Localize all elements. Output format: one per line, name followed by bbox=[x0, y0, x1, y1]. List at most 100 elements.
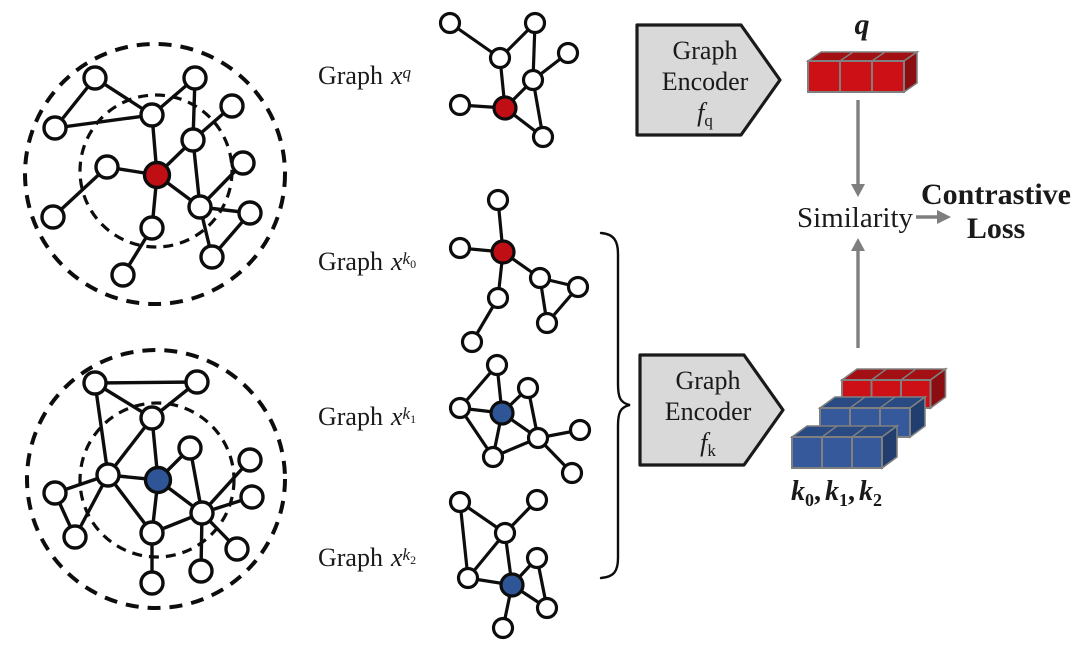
arrowhead-up-icon bbox=[851, 238, 865, 251]
graph-node bbox=[516, 376, 540, 400]
graph-node bbox=[521, 68, 545, 92]
graph-node bbox=[568, 418, 592, 442]
graph-encoder-fk-label: Graph Encoder fk bbox=[634, 365, 782, 460]
sub-2: 2 bbox=[873, 490, 882, 510]
graph-node bbox=[82, 370, 108, 396]
graph-node bbox=[491, 616, 515, 640]
graph-node bbox=[187, 194, 213, 220]
graph-node bbox=[139, 405, 165, 431]
arrowhead-down-icon bbox=[851, 184, 865, 197]
subgraph-xk0 bbox=[448, 188, 590, 354]
subgraph-xq bbox=[438, 11, 580, 149]
graph-node bbox=[42, 480, 68, 506]
comma: , bbox=[848, 476, 855, 507]
graph-edge bbox=[54, 113, 153, 130]
subgraph-xk1 bbox=[448, 353, 592, 485]
graph-node bbox=[460, 330, 484, 354]
graph-anchor-node-red bbox=[142, 160, 172, 190]
cube-top-seam bbox=[879, 396, 896, 409]
loss-line1: Contrastive bbox=[921, 178, 1071, 211]
cube-top-seam bbox=[900, 368, 917, 381]
graph-word: Graph bbox=[318, 543, 383, 572]
cube-front-face bbox=[807, 60, 841, 93]
graph-anchor-node-blue bbox=[143, 465, 173, 495]
encoder-line2: Encoder bbox=[664, 397, 752, 426]
k2-embedding-bar bbox=[789, 424, 900, 470]
graph-node bbox=[239, 484, 265, 510]
graph-node bbox=[110, 262, 136, 288]
graph-node bbox=[448, 490, 472, 514]
ego-boundary-circle bbox=[25, 348, 287, 610]
sup-k: k bbox=[402, 404, 411, 423]
sub-1: 1 bbox=[410, 412, 417, 426]
graph-node bbox=[448, 236, 472, 260]
graph-node bbox=[40, 204, 66, 230]
cube-top-seam bbox=[871, 368, 887, 381]
sup-k: k bbox=[402, 249, 411, 268]
similarity-label: Similarity bbox=[797, 202, 913, 234]
graph-node bbox=[528, 266, 552, 290]
ego-boundary-circle bbox=[78, 93, 234, 249]
graph-node bbox=[139, 570, 165, 596]
graph-node bbox=[535, 596, 559, 620]
graph-encoder-fq-label: Graph Encoder fq bbox=[631, 35, 779, 130]
graph-edge bbox=[93, 382, 110, 476]
encoder-f-sub: k bbox=[707, 441, 716, 460]
embedding-bars bbox=[789, 50, 948, 470]
graph-anchor-node-blue bbox=[489, 400, 515, 426]
cube-top-seam bbox=[871, 51, 886, 62]
cube-front-face bbox=[839, 60, 873, 93]
cube-front-face bbox=[791, 436, 823, 469]
graph-node bbox=[486, 188, 510, 212]
graph-node bbox=[535, 311, 559, 335]
graph-node bbox=[189, 500, 215, 526]
graph-node bbox=[188, 558, 214, 584]
graph-word: Graph bbox=[318, 61, 383, 90]
var-x: x bbox=[390, 402, 403, 431]
var-k: k bbox=[825, 476, 839, 507]
graph-node bbox=[219, 93, 245, 119]
brace-keys bbox=[599, 231, 631, 580]
graph-node bbox=[139, 520, 165, 546]
q-vector-label: q bbox=[854, 8, 870, 41]
graph-node bbox=[82, 65, 108, 91]
encoder-f-sub: q bbox=[704, 111, 713, 130]
sub-0: 0 bbox=[410, 257, 417, 271]
graph-node bbox=[448, 93, 472, 117]
sup-q: q bbox=[402, 63, 412, 82]
graph-node bbox=[560, 461, 584, 485]
ego-boundary-circle bbox=[23, 42, 287, 306]
graph-anchor-node-blue bbox=[499, 572, 525, 598]
var-x: x bbox=[390, 543, 403, 572]
graph-node bbox=[199, 244, 225, 270]
cube-top-seam bbox=[821, 425, 838, 438]
var-k: k bbox=[791, 476, 805, 507]
cube-top-seam bbox=[849, 396, 866, 409]
cube-front-face bbox=[851, 436, 883, 469]
graph-node bbox=[493, 521, 517, 545]
subgraph-xk2 bbox=[448, 488, 559, 640]
graph-node bbox=[95, 462, 121, 488]
graph-node bbox=[180, 127, 206, 153]
graph-node bbox=[531, 125, 555, 149]
graph-node bbox=[526, 426, 550, 450]
graph-node bbox=[237, 447, 263, 473]
graph-node bbox=[94, 154, 120, 180]
graph-node bbox=[230, 150, 256, 176]
graph-node bbox=[177, 435, 203, 461]
graph-encoder-fq-shape bbox=[635, 23, 782, 137]
graph-node bbox=[62, 524, 88, 550]
cube-top-seam bbox=[839, 51, 854, 62]
graph-word: Graph bbox=[318, 402, 383, 431]
encoder-f: f bbox=[700, 428, 708, 457]
graph-node bbox=[456, 566, 480, 590]
var-x: x bbox=[390, 61, 403, 90]
encoder-line1: Graph bbox=[672, 36, 738, 65]
graph-word: Graph bbox=[318, 247, 383, 276]
